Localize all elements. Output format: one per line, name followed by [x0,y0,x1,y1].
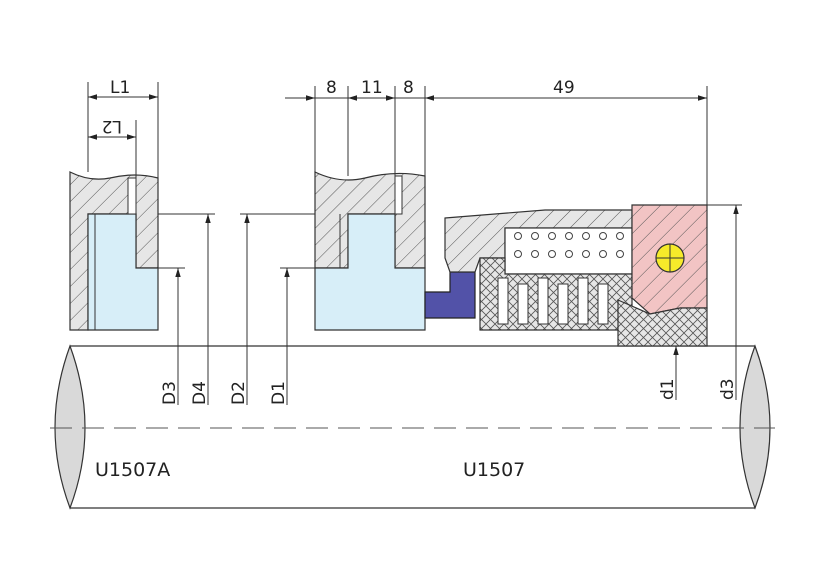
shaft-break-right [739,344,771,510]
dim-d3: D3 [160,381,180,405]
dimension-lines [87,82,742,405]
left-seat-assembly [69,171,159,331]
label-u1507: U1507 [463,459,525,481]
dim-small-d3: d3 [718,378,738,400]
dim-8-right: 8 [403,78,414,98]
label-u1507a: U1507A [95,459,170,481]
dim-d4: D4 [190,381,210,405]
middle-seat-assembly [314,171,426,331]
dim-d1: D1 [269,381,289,405]
bellows-folds [497,277,609,325]
dim-8-left: 8 [326,78,337,98]
springs [514,232,624,258]
retainer [617,299,708,347]
seal-head [424,204,708,347]
shaft [50,344,775,510]
dim-small-d1: d1 [658,378,678,400]
dim-49: 49 [553,78,575,98]
dim-11: 11 [361,78,383,98]
dim-l2: L2 [102,116,122,136]
middle-seat [314,213,426,331]
shaft-break-left [54,344,86,510]
dim-d2: D2 [229,381,249,405]
o-ring [424,271,476,319]
dim-l1: L1 [110,78,130,98]
